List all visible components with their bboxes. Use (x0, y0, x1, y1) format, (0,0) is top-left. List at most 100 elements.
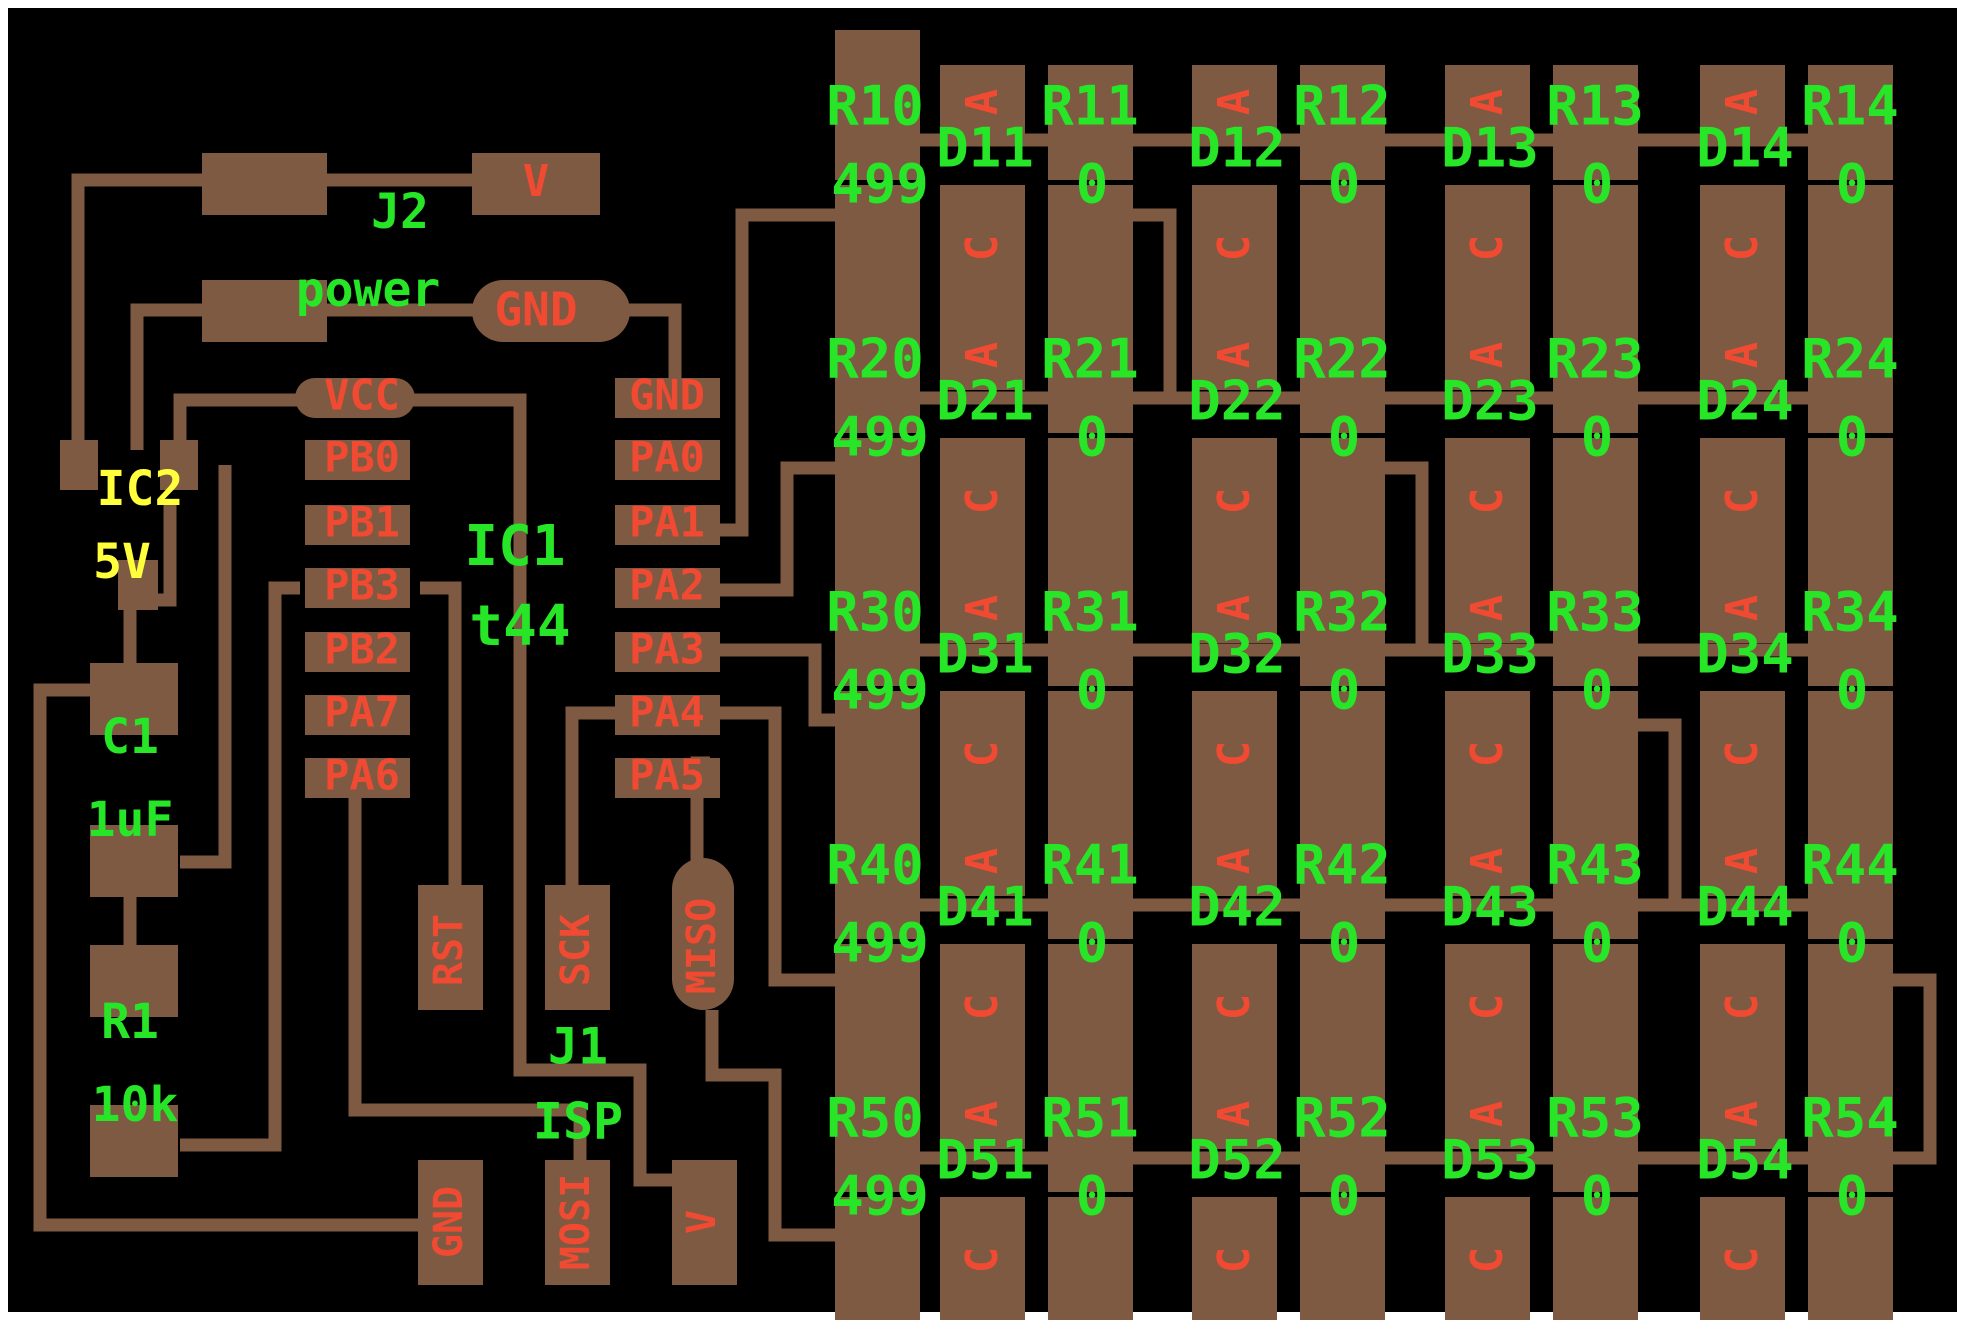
row-resistor-pad (835, 283, 920, 433)
led-cathode-label: C (957, 488, 1008, 515)
cell-resistor-value: 0 (1836, 1165, 1869, 1228)
cell-resistor-pad (1300, 1077, 1385, 1192)
led-anode-pad (1192, 571, 1277, 643)
cell-resistor-pad (1553, 185, 1638, 295)
cell-resistor-pad (1553, 1197, 1638, 1307)
j2-pin-gnd-label: GND (494, 283, 577, 337)
led-anode-pad (940, 1077, 1025, 1149)
j1-pin-mosi-label: MOSI (553, 1174, 599, 1270)
cell-resistor-pad (1300, 1307, 1385, 1320)
j1-ref-label: J1 (548, 1018, 608, 1076)
cell-resistor-pad (1553, 571, 1638, 686)
cell-resistor-pad (1300, 571, 1385, 686)
row-resistor-value: 499 (831, 406, 929, 469)
led-cathode-label: C (957, 1247, 1008, 1274)
led-ref: D23 (1441, 370, 1539, 433)
cell-resistor-pad (1300, 185, 1385, 295)
cell-resistor-pad (1300, 691, 1385, 801)
cell-resistor-pad (1300, 824, 1385, 939)
cell-resistor-pad (1048, 318, 1133, 433)
led-ref: D43 (1441, 876, 1539, 939)
ic1-pin-label-vcc: VCC (324, 371, 400, 420)
led-ref: D14 (1696, 117, 1794, 180)
led-anode-pad (1445, 1077, 1530, 1149)
led-anode-pad (1445, 318, 1530, 390)
led-anode-label: A (1462, 595, 1513, 622)
led-cathode-pad (1445, 438, 1530, 588)
cell-resistor-value: 0 (1076, 1165, 1109, 1228)
cell-resistor-value: 0 (1836, 153, 1869, 216)
led-ref: D54 (1696, 1129, 1794, 1192)
led-cathode-label: C (1717, 1247, 1768, 1274)
led-anode-label: A (1717, 342, 1768, 369)
led-anode-pad (1192, 318, 1277, 390)
cell-resistor-pad (1048, 438, 1133, 548)
cell-resistor-pad (1300, 318, 1385, 433)
led-ref: D24 (1696, 370, 1794, 433)
led-anode-pad (1700, 571, 1785, 643)
cell-resistor-ref: R32 (1293, 581, 1391, 644)
led-ref: D52 (1188, 1129, 1286, 1192)
ic1-ref-label: IC1 (464, 514, 565, 579)
led-matrix-labels: R10499ACR110D11ACR120D12ACR130D13ACR140D… (826, 75, 1899, 1274)
led-cathode-pad (1445, 185, 1530, 335)
led-cathode-pad (1700, 185, 1785, 335)
led-cathode-label: C (1462, 488, 1513, 515)
ic1-pin-label-pa7: PA7 (324, 688, 400, 737)
led-cathode-label: C (1717, 235, 1768, 262)
led-anode-pad (1700, 65, 1785, 137)
led-anode-label: A (1462, 89, 1513, 116)
cell-resistor-pad (1808, 1307, 1893, 1320)
led-matrix-pads (835, 30, 1893, 1320)
cell-resistor-value: 0 (1581, 659, 1614, 722)
cell-resistor-value: 0 (1076, 406, 1109, 469)
cell-resistor-pad (1553, 1307, 1638, 1320)
cell-resistor-value: 0 (1836, 659, 1869, 722)
row-resistor-pad (835, 1042, 920, 1192)
row-resistor-value: 499 (831, 912, 929, 975)
led-ref: D32 (1188, 623, 1286, 686)
ic1-pin-label-pa4: PA4 (629, 688, 705, 737)
cell-resistor-pad (1553, 1077, 1638, 1192)
led-cathode-label: C (957, 741, 1008, 768)
c1-ref-label: C1 (101, 709, 159, 765)
led-cathode-label: C (1717, 741, 1768, 768)
cell-resistor-value: 0 (1328, 153, 1361, 216)
cell-resistor-value: 0 (1328, 406, 1361, 469)
cell-resistor-ref: R21 (1041, 328, 1139, 391)
cell-resistor-pad (1048, 571, 1133, 686)
cell-resistor-value: 0 (1836, 406, 1869, 469)
cell-resistor-pad (1048, 65, 1133, 180)
ic1-pin-label-pa6: PA6 (324, 751, 400, 800)
led-anode-pad (1445, 824, 1530, 896)
cell-resistor-pad (1300, 944, 1385, 1054)
cell-resistor-ref: R41 (1041, 834, 1139, 897)
led-anode-pad (940, 571, 1025, 643)
led-ref: D53 (1441, 1129, 1539, 1192)
led-ref: D34 (1696, 623, 1794, 686)
j1-pin-rst-label: RST (426, 914, 472, 986)
ic1-pin-label-pa3: PA3 (629, 625, 705, 674)
ic1-pin-labels: VCCPB0PB1PB3PB2PA7PA6GNDPA0PA1PA2PA3PA4P… (324, 371, 705, 800)
cell-resistor-ref: R14 (1801, 75, 1899, 138)
led-anode-label: A (1717, 89, 1768, 116)
j1-pin-sck-label: SCK (553, 914, 599, 986)
led-cathode-pad (1700, 438, 1785, 588)
cell-resistor-ref: R52 (1293, 1087, 1391, 1150)
led-cathode-label: C (1462, 741, 1513, 768)
led-anode-pad (1700, 824, 1785, 896)
led-ref: D13 (1441, 117, 1539, 180)
ic1-pin-label-pa0: PA0 (629, 433, 705, 482)
ic1-pin-label-pa5: PA5 (629, 751, 705, 800)
led-ref: D42 (1188, 876, 1286, 939)
cell-resistor-ref: R13 (1546, 75, 1644, 138)
row-resistor-pad (835, 536, 920, 686)
cell-resistor-ref: R43 (1546, 834, 1644, 897)
led-cathode-pad (1700, 1197, 1785, 1320)
led-anode-pad (1445, 571, 1530, 643)
c1-value-label: 1uF (87, 792, 174, 848)
row-resistor-pad (835, 789, 920, 939)
cell-resistor-pad (1808, 185, 1893, 295)
cell-resistor-pad (1808, 318, 1893, 433)
ic1-value-label: t44 (469, 594, 570, 659)
